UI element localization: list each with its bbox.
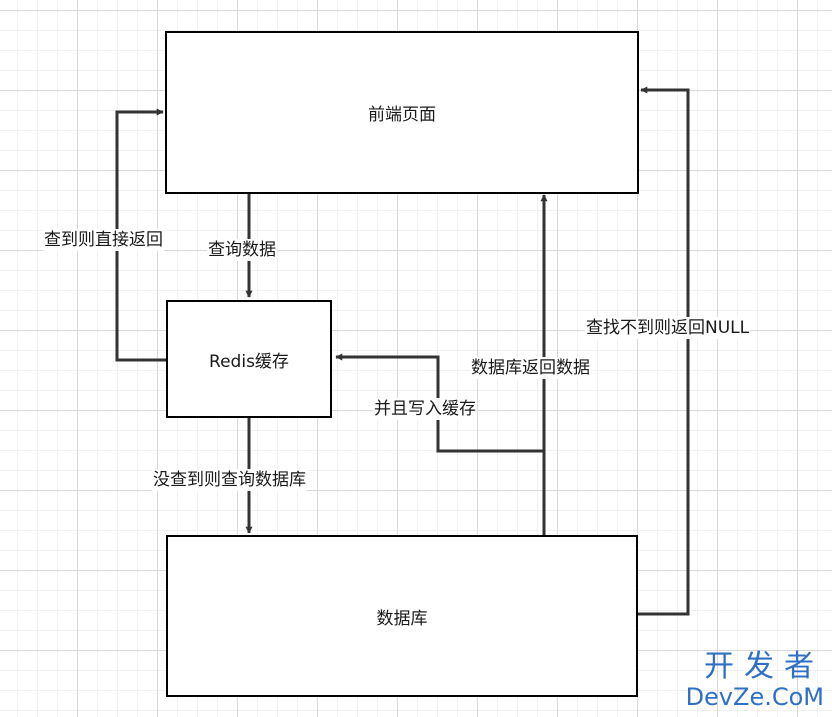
- node-database-label: 数据库: [376, 608, 428, 629]
- edge-label-miss-query-db: 没查到则查询数据库: [152, 469, 307, 491]
- watermark: 开发者 DevZe.CoM: [685, 649, 824, 712]
- edge-label-query-data: 查询数据: [207, 239, 277, 261]
- node-frontend: 前端页面: [165, 31, 639, 194]
- edge-label-not-found-null: 查找不到则返回NULL: [585, 317, 751, 339]
- node-redis-label: Redis缓存: [209, 351, 289, 372]
- edge-label-hit-return: 查到则直接返回: [43, 229, 164, 251]
- edge-label-write-cache: 并且写入缓存: [373, 398, 477, 420]
- node-database: 数据库: [166, 535, 638, 697]
- node-frontend-label: 前端页面: [368, 105, 436, 125]
- edge-label-db-return: 数据库返回数据: [470, 357, 591, 379]
- watermark-bottom: DevZe.CoM: [685, 683, 824, 711]
- edge-not-found-null: [638, 86, 690, 616]
- watermark-top: 开发者: [704, 649, 824, 684]
- node-redis: Redis缓存: [166, 300, 332, 418]
